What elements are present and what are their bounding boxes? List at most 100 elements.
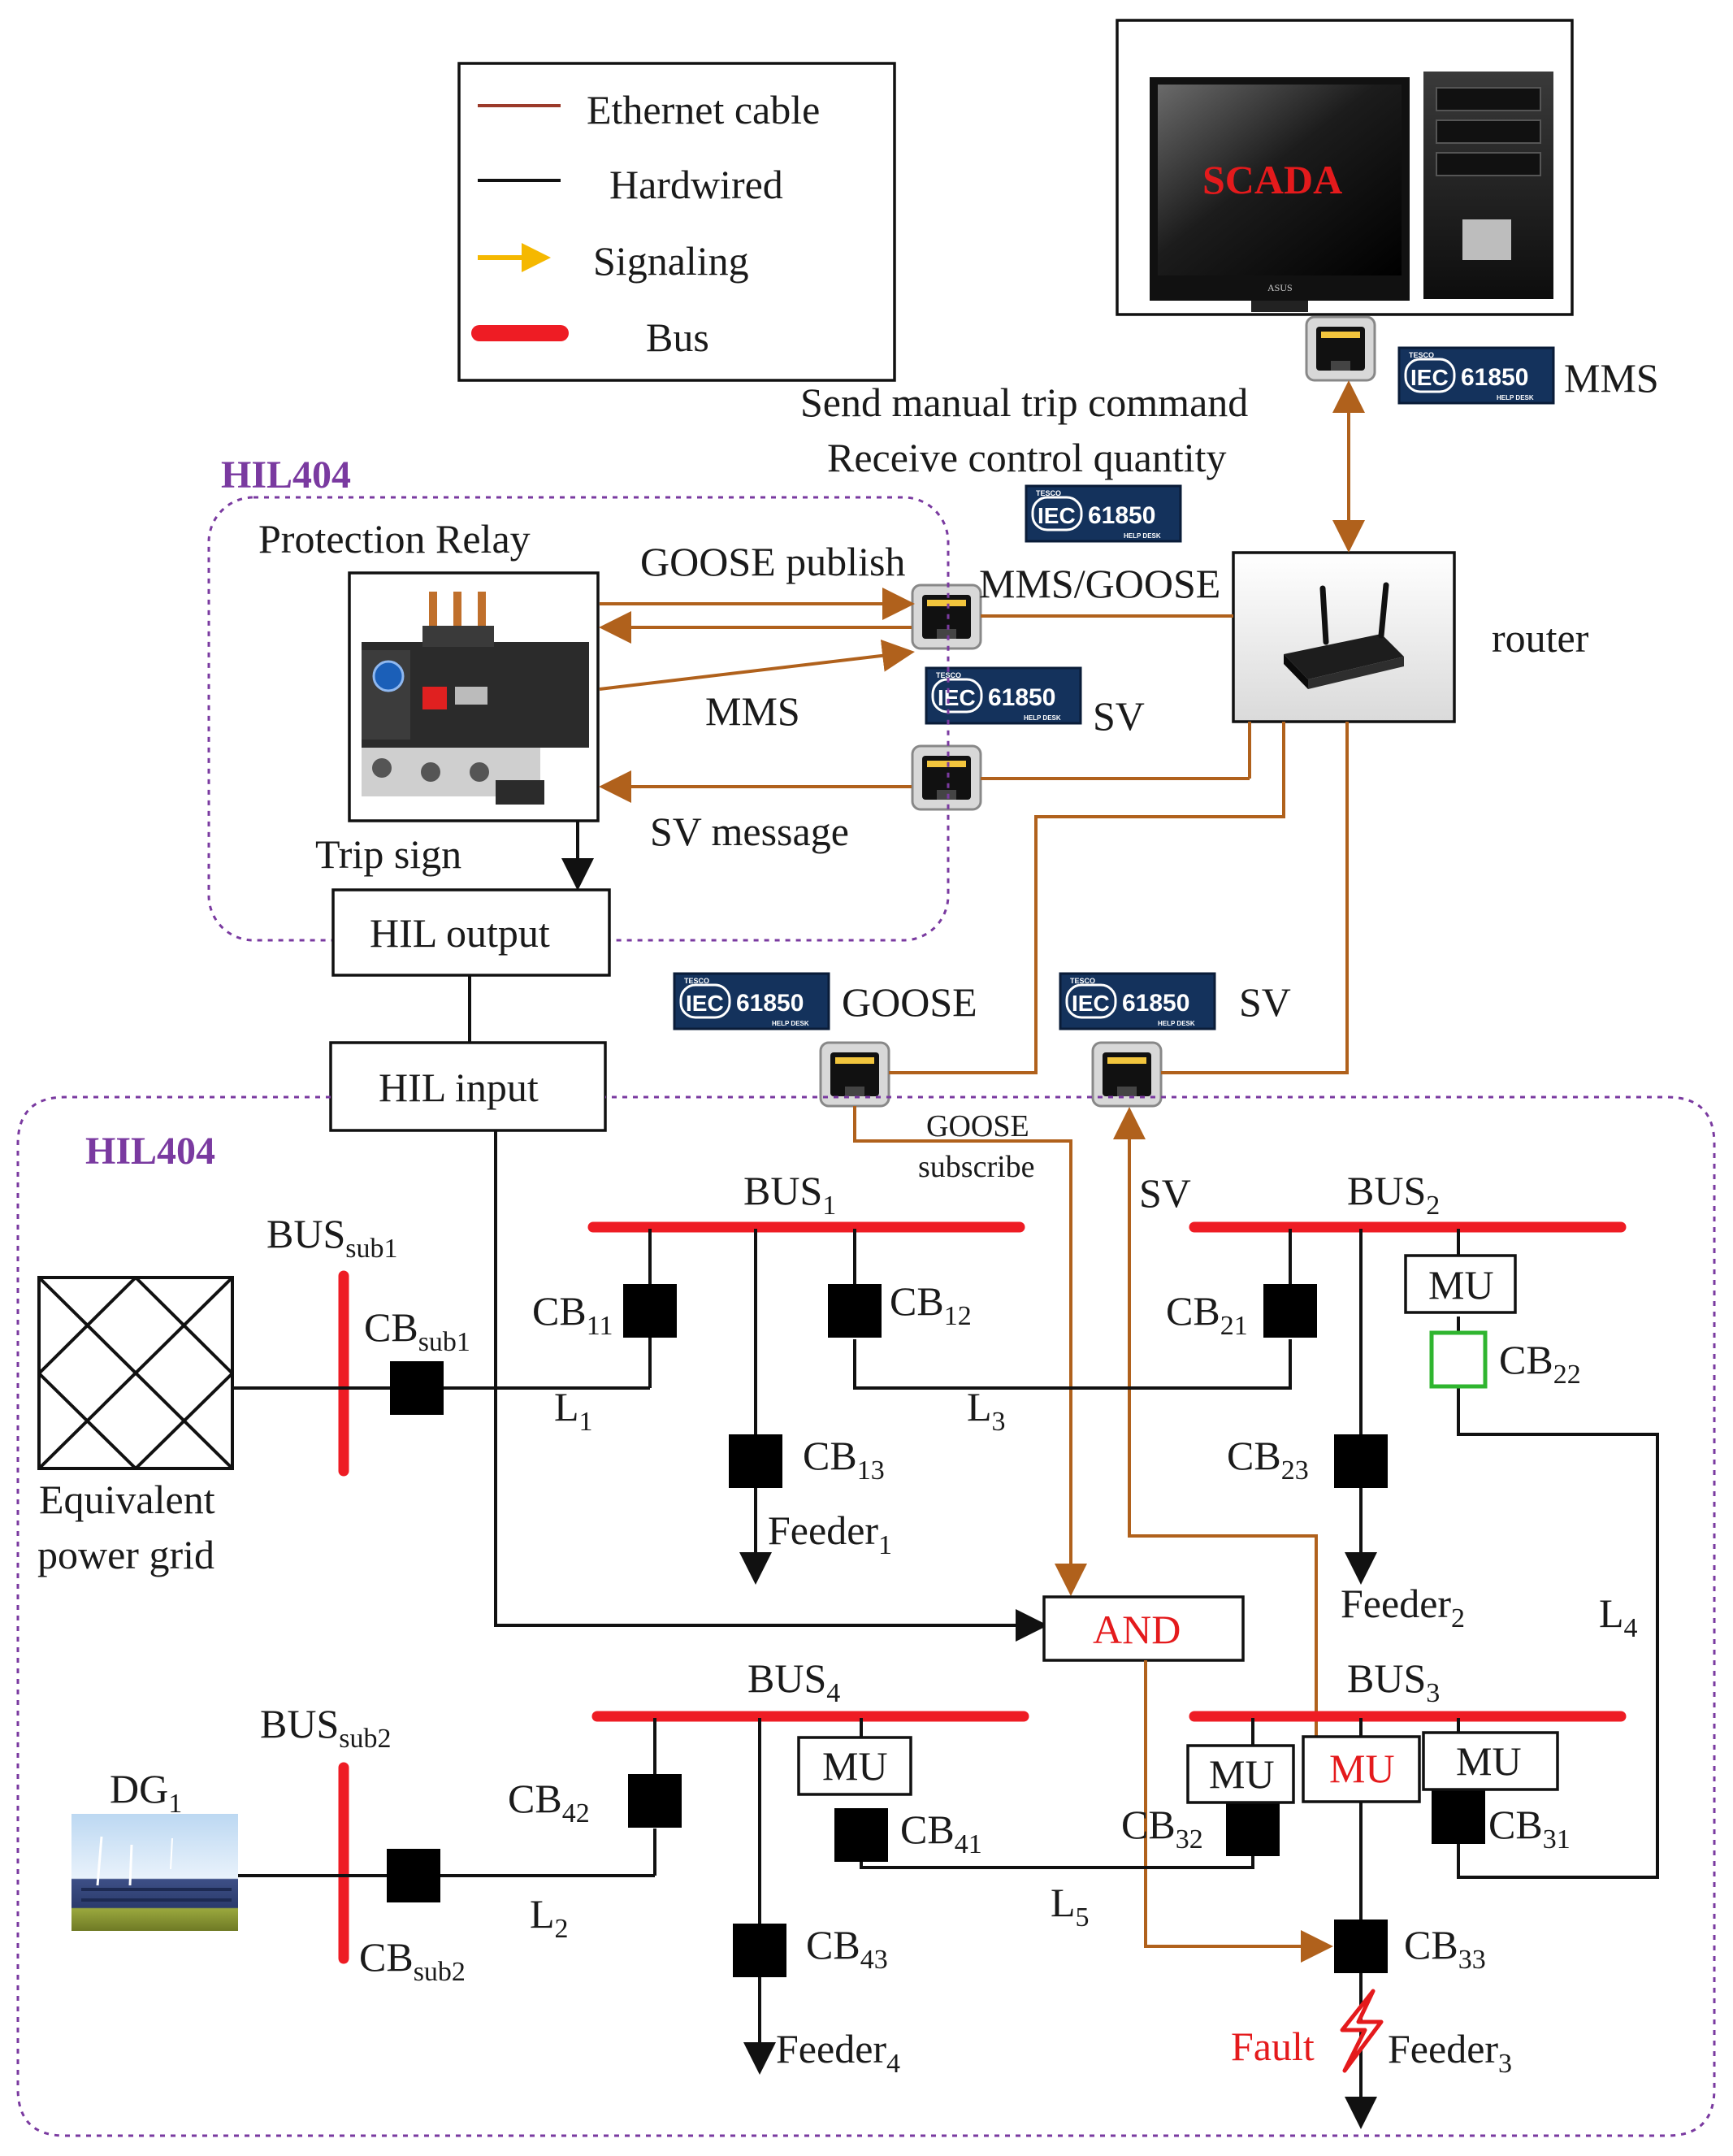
iec61850-badge-mms-goose: TESCO IEC 61850 HELP DESK bbox=[1025, 484, 1182, 543]
hil-input-label: HIL input bbox=[379, 1065, 539, 1110]
goose-subscribe-label-1: GOOSE bbox=[926, 1109, 1029, 1143]
mu-cb31 bbox=[1422, 1731, 1559, 1791]
and-gate-label: AND bbox=[1093, 1607, 1181, 1652]
hil404-top-label: HIL404 bbox=[221, 453, 351, 497]
cb-12-label: CB12 bbox=[890, 1278, 972, 1331]
legend: Ethernet cable Hardwired Signaling Bus bbox=[457, 62, 896, 382]
goose-subscribe-label-2: subscribe bbox=[918, 1150, 1035, 1184]
cb-12 bbox=[828, 1284, 882, 1338]
mms-arrow bbox=[599, 639, 915, 691]
and-gate bbox=[1042, 1595, 1245, 1662]
hil-output-label: HIL output bbox=[370, 910, 550, 956]
line-l2-label: L2 bbox=[530, 1891, 569, 1944]
feeder-2-label: Feeder2 bbox=[1341, 1581, 1465, 1633]
cb-21-label: CB21 bbox=[1166, 1288, 1248, 1341]
rj45-port-sv-hil bbox=[1091, 1041, 1163, 1108]
cb-23-label: CB23 bbox=[1227, 1433, 1309, 1486]
mms-label-scada: MMS bbox=[1564, 355, 1659, 401]
fault-label: Fault bbox=[1231, 2024, 1315, 2069]
mms-goose-label: MMS/GOOSE bbox=[979, 561, 1220, 606]
feeder-1-label: Feeder1 bbox=[768, 1507, 892, 1560]
cb-33 bbox=[1334, 1920, 1388, 1973]
scada-screen-text: SCADA bbox=[1202, 157, 1342, 202]
equivalent-grid-symbol bbox=[37, 1276, 234, 1470]
rj45-port-sv-relay bbox=[911, 744, 982, 811]
cb-42 bbox=[628, 1774, 682, 1828]
bus-sub2-label: BUSsub2 bbox=[260, 1701, 392, 1754]
sv-label-hil: SV bbox=[1239, 979, 1291, 1025]
mu-cb33-label: MU bbox=[1329, 1746, 1395, 1791]
cb-43-label: CB43 bbox=[806, 1922, 888, 1975]
cb-sub2 bbox=[387, 1849, 440, 1902]
legend-ethernet-label: Ethernet cable bbox=[587, 87, 820, 132]
mu-bus4-label: MU bbox=[822, 1743, 888, 1789]
cb-11 bbox=[623, 1284, 677, 1338]
cb-sub1 bbox=[390, 1361, 444, 1415]
svg-text:HELP DESK: HELP DESK bbox=[772, 1020, 809, 1027]
svg-text:HELP DESK: HELP DESK bbox=[1024, 714, 1061, 722]
line-l1-label: L1 bbox=[554, 1384, 593, 1437]
mu-bus4 bbox=[797, 1736, 912, 1796]
feeder-3-label: Feeder3 bbox=[1388, 2026, 1512, 2079]
legend-signaling-label: Signaling bbox=[593, 238, 749, 284]
sv-arrow-label: SV bbox=[1139, 1170, 1191, 1216]
monitor-brand: ASUS bbox=[1267, 282, 1293, 293]
cb-31-label: CB31 bbox=[1488, 1802, 1571, 1855]
protection-relay bbox=[348, 571, 600, 822]
svg-text:IEC: IEC bbox=[1410, 365, 1449, 390]
send-trip-text: Send manual trip command bbox=[800, 380, 1248, 425]
cb-21 bbox=[1263, 1284, 1317, 1338]
fault-lightning-icon bbox=[1340, 1989, 1384, 2073]
svg-text:IEC: IEC bbox=[938, 685, 976, 710]
feeder-4-label: Feeder4 bbox=[776, 2026, 900, 2079]
svg-text:61850: 61850 bbox=[1461, 364, 1528, 391]
bus-2-label: BUS2 bbox=[1347, 1168, 1440, 1221]
line-l3-label: L3 bbox=[967, 1384, 1006, 1437]
line-l4-label: L4 bbox=[1599, 1590, 1638, 1643]
mu-cb31-label: MU bbox=[1456, 1738, 1522, 1784]
line-l5-label: L5 bbox=[1051, 1880, 1090, 1933]
hil-output-box bbox=[331, 888, 611, 977]
cb-13 bbox=[729, 1434, 782, 1488]
mms-label-relay: MMS bbox=[705, 688, 800, 734]
svg-text:IEC: IEC bbox=[686, 991, 724, 1016]
svg-text:61850: 61850 bbox=[1088, 502, 1155, 529]
svg-text:TESCO: TESCO bbox=[1036, 489, 1061, 497]
legend-hardwired-label: Hardwired bbox=[609, 162, 783, 207]
scada-computer: SCADA ASUS bbox=[1116, 19, 1574, 316]
cb-13-label: CB13 bbox=[803, 1433, 885, 1486]
cb-31 bbox=[1432, 1790, 1485, 1844]
hil-input-box bbox=[329, 1041, 607, 1132]
svg-text:61850: 61850 bbox=[736, 990, 804, 1017]
bus-4-label: BUS4 bbox=[747, 1655, 840, 1708]
router-sv-hil-link bbox=[1161, 722, 1349, 1074]
svg-text:TESCO: TESCO bbox=[936, 671, 961, 679]
iec61850-badge-sv-hil: TESCO IEC 61850 HELP DESK bbox=[1059, 972, 1216, 1030]
cb-43 bbox=[733, 1924, 786, 1977]
sv-label-relay: SV bbox=[1093, 693, 1145, 739]
bus-1-label: BUS1 bbox=[743, 1168, 836, 1221]
goose-subscribe-arrow bbox=[853, 1106, 1087, 1596]
mu-cb33 bbox=[1302, 1735, 1421, 1803]
trip-sign-label: Trip sign bbox=[315, 831, 461, 877]
svg-text:TESCO: TESCO bbox=[684, 977, 709, 985]
cb-42-label: CB42 bbox=[508, 1776, 590, 1828]
cb-11-label: CB11 bbox=[532, 1288, 613, 1341]
iec61850-badge-goose-hil: TESCO IEC 61850 HELP DESK bbox=[673, 972, 830, 1030]
dg-solar-image bbox=[71, 1814, 238, 1931]
sv-up-arrow bbox=[1113, 1107, 1318, 1780]
svg-text:IEC: IEC bbox=[1072, 991, 1110, 1016]
goose-publish-label: GOOSE publish bbox=[640, 539, 905, 584]
cb-23 bbox=[1334, 1434, 1388, 1488]
iec61850-badge-sv-relay: TESCO IEC 61850 HELP DESK bbox=[925, 666, 1082, 725]
svg-text:TESCO: TESCO bbox=[1409, 351, 1434, 359]
receive-control-text: Receive control quantity bbox=[827, 435, 1227, 480]
sv-message-label: SV message bbox=[650, 809, 849, 854]
cb-32-label: CB32 bbox=[1121, 1802, 1203, 1855]
cb-32 bbox=[1226, 1802, 1280, 1856]
mu-bus2-label: MU bbox=[1428, 1262, 1494, 1308]
protection-relay-title: Protection Relay bbox=[258, 516, 531, 562]
router-goose-link bbox=[889, 722, 1285, 1074]
svg-text:IEC: IEC bbox=[1038, 503, 1076, 528]
